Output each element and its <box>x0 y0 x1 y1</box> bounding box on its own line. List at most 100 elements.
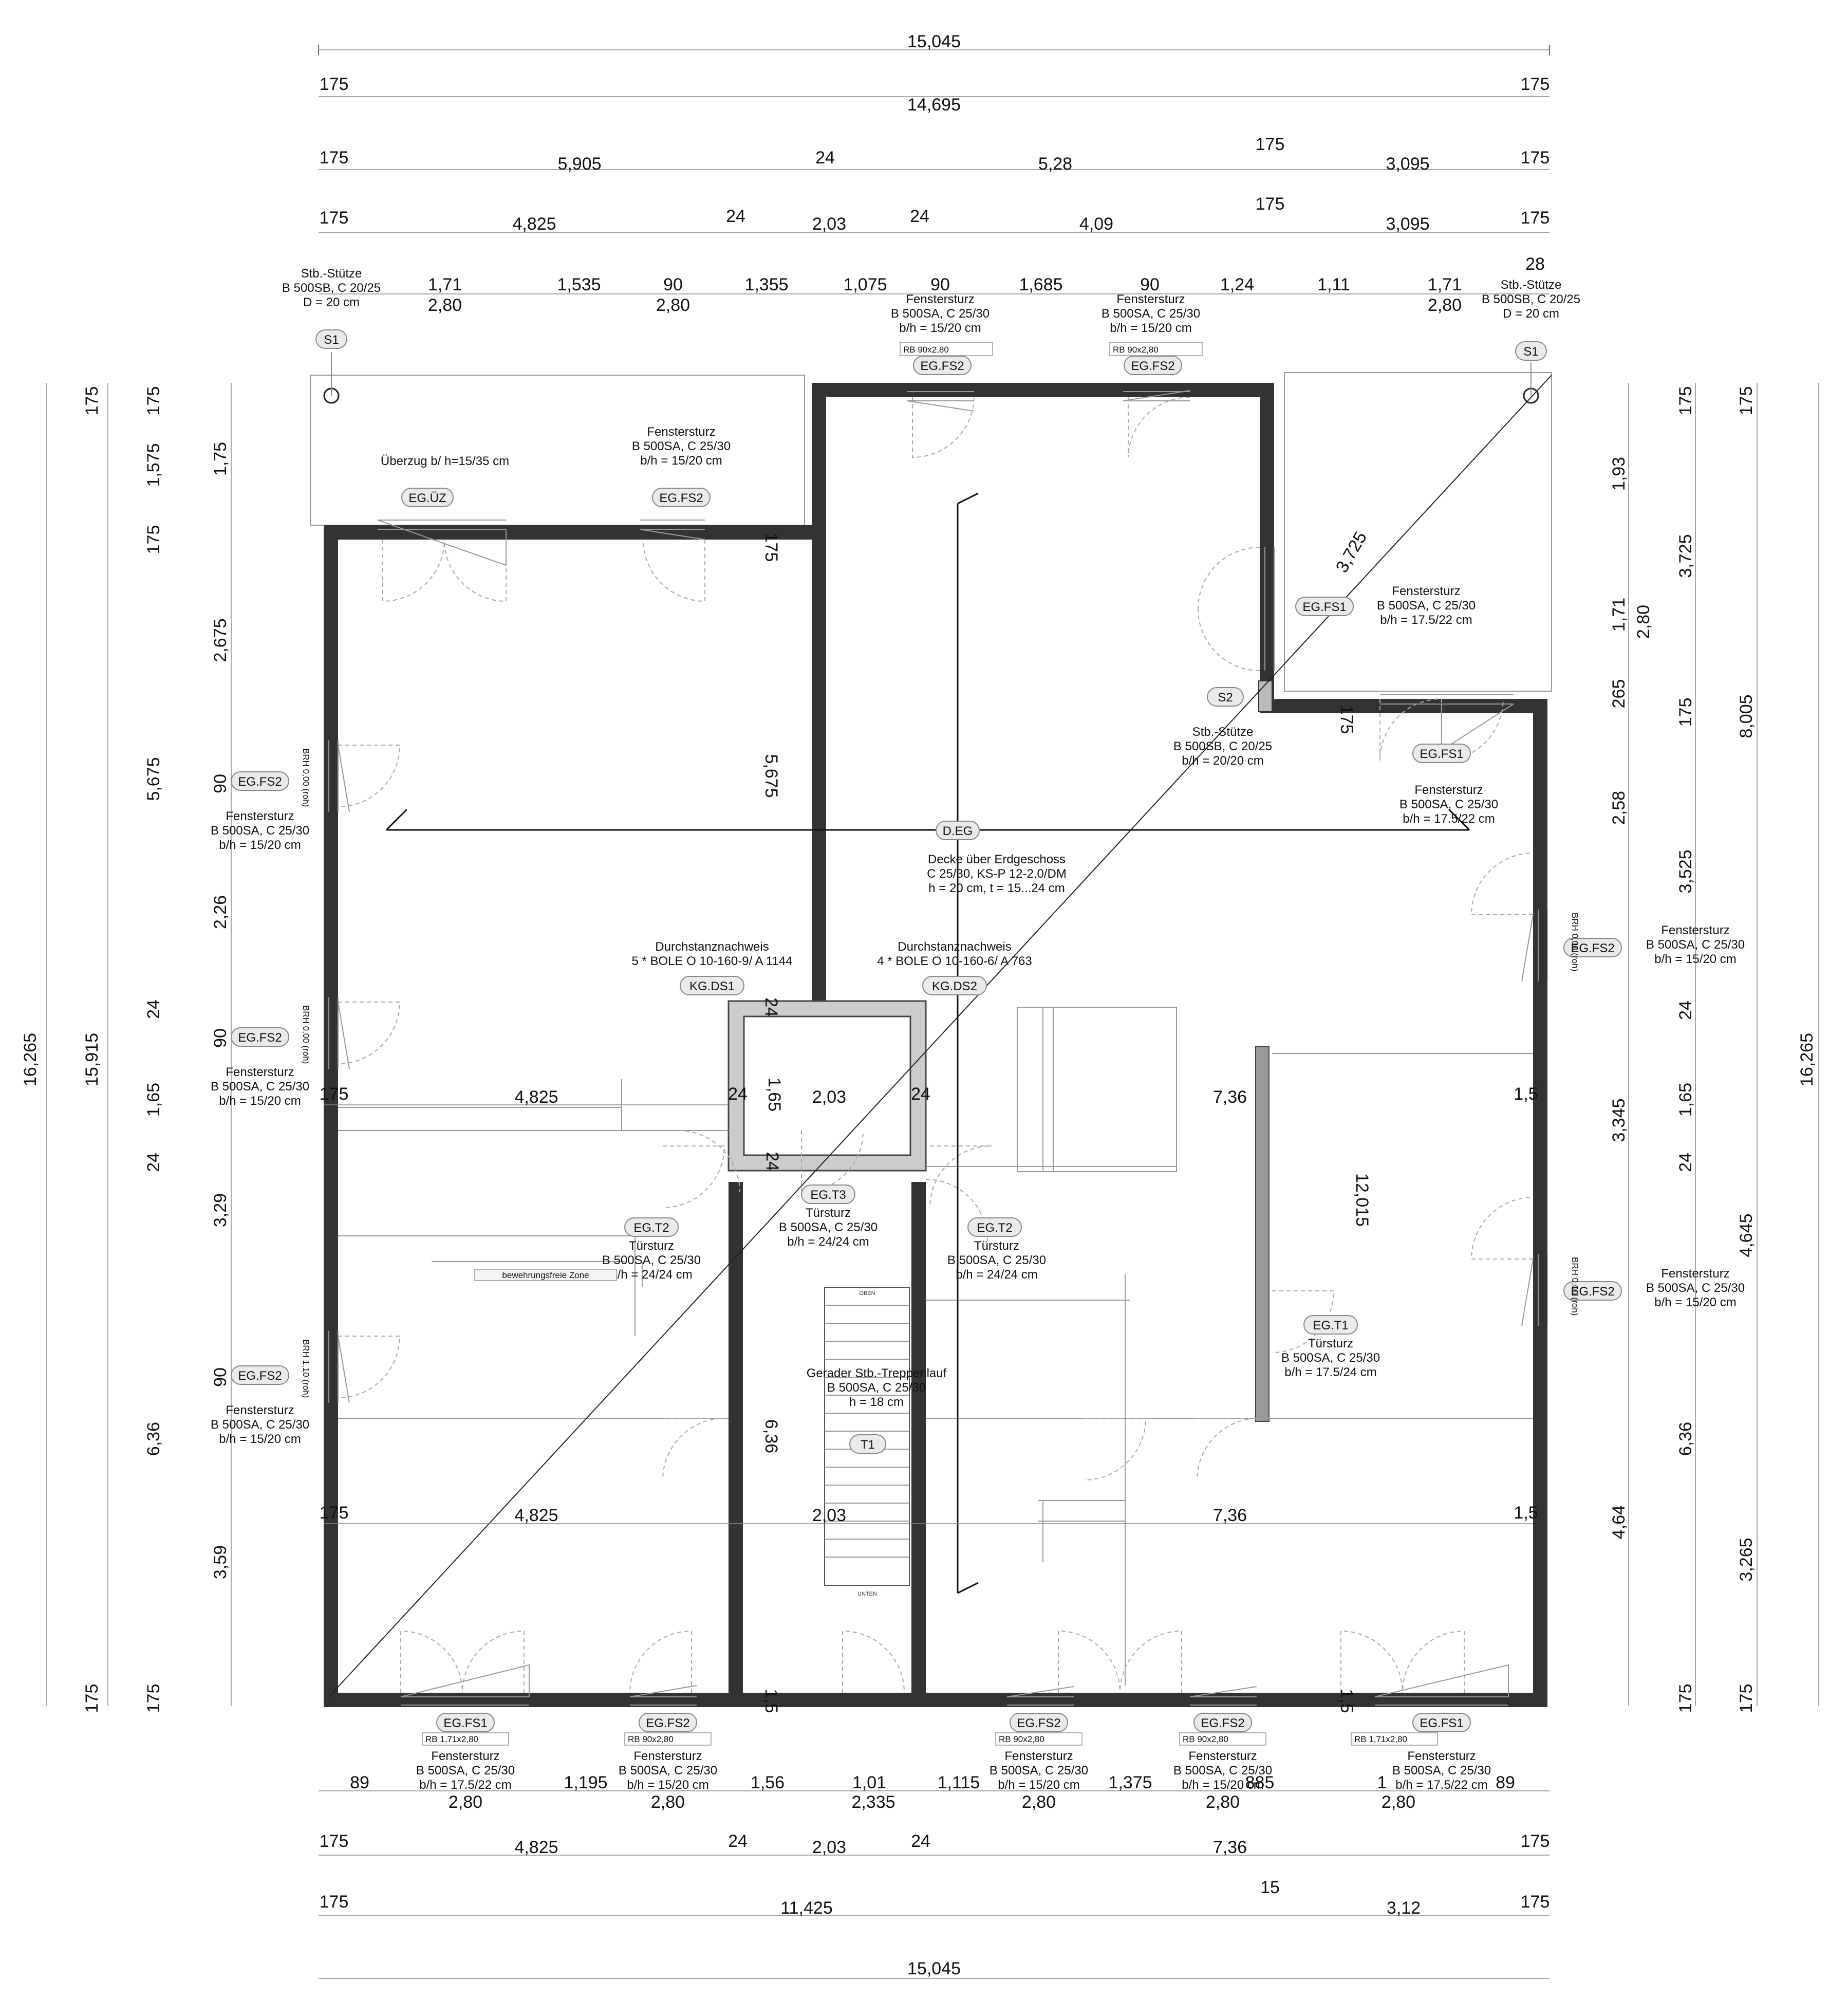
tag-t2-left[interactable]: EG.T2 <box>624 1217 679 1237</box>
tag-fs1-bottom-left[interactable]: EG.FS1 <box>436 1713 495 1732</box>
note-ts-l-2: B 500SA, C 25/30 <box>602 1253 701 1267</box>
note-stuetze-right-2: B 500SB, C 20/25 <box>1482 292 1580 306</box>
svg-text:EG.T2: EG.T2 <box>633 1221 669 1235</box>
tag-s1-right[interactable]: S1 <box>1515 341 1547 361</box>
tag-fs2-right-1[interactable]: EG.FS2 <box>1563 938 1622 957</box>
note-fs-r2-2: B 500SA, C 25/30 <box>1646 1281 1745 1295</box>
dim-top3-e: 24 <box>910 207 929 226</box>
tag-ds2[interactable]: KG.DS2 <box>922 976 987 995</box>
tag-fs2-top-2[interactable]: EG.FS2 <box>1124 356 1182 375</box>
dim-left-m: 90 <box>211 774 230 793</box>
tag-fs2-bottom-1[interactable]: EG.FS2 <box>639 1713 697 1732</box>
dim-left-k: 1,75 <box>211 442 230 476</box>
elevator-shaft <box>743 1015 911 1156</box>
dim-right2-b: 3,725 <box>1676 534 1695 578</box>
wall-mid-upper <box>812 383 826 1005</box>
tag-stair-t1[interactable]: T1 <box>849 1434 886 1454</box>
tag-fs2-left-2[interactable]: EG.FS2 <box>231 1027 289 1047</box>
dim-bot3-b: 11,425 <box>780 1898 832 1918</box>
note-fs-r1-1: Fenstersturz <box>1661 923 1729 937</box>
tag-fs2-left-3[interactable]: EG.FS2 <box>231 1365 289 1385</box>
dim-inner-f: 7,36 <box>1213 1506 1247 1525</box>
svg-text:EG.FS2: EG.FS2 <box>1571 941 1614 955</box>
tag-ds1[interactable]: KG.DS1 <box>680 976 744 995</box>
svg-text:EG.ÜZ: EG.ÜZ <box>408 491 446 505</box>
note-fs-top2-rb: RB 90x2,80 <box>1113 345 1159 355</box>
note-durch1-2: 5 * BOLE O 10-160-9/ A 1144 <box>631 954 792 968</box>
note-fs-b1-1: Fenstersturz <box>431 1749 499 1763</box>
dim-top4-o: 28 <box>1525 254 1545 274</box>
dim-inner-g: 12,015 <box>1352 1173 1372 1227</box>
dim-top4-b: 1,535 <box>557 275 601 294</box>
tag-fs2-bottom-2[interactable]: EG.FS2 <box>1010 1713 1068 1732</box>
bottom-dimension-chains: 89 1,195 1,56 1,01 1,115 1,375 885 1 89 … <box>319 1773 1550 1979</box>
svg-text:EG.T3: EG.T3 <box>810 1188 846 1202</box>
wall-partition <box>1255 1046 1270 1422</box>
tag-uz[interactable]: EG.ÜZ <box>401 488 454 507</box>
wall-north-right <box>1260 699 1547 713</box>
note-fs-b2-1: Fenstersturz <box>633 1749 702 1763</box>
stair-run <box>824 1287 910 1586</box>
note-fs-top2-2: B 500SA, C 25/30 <box>1102 307 1200 321</box>
dim-top3-d: 2,03 <box>812 214 846 234</box>
dim-right2-f: 1,65 <box>1676 1083 1695 1117</box>
tag-t2-right[interactable]: EG.T2 <box>967 1217 1022 1237</box>
tag-fs1-right-mid[interactable]: EG.FS1 <box>1412 744 1471 763</box>
dim-bot1-g: 885 <box>1245 1773 1275 1792</box>
note-bewehrung: bewehrungsfreie Zone <box>502 1270 589 1280</box>
tag-s1-left[interactable]: S1 <box>315 329 347 349</box>
note-treppe-2: B 500SA, C 25/30 <box>827 1381 926 1395</box>
tag-s2[interactable]: S2 <box>1207 687 1244 707</box>
dim-bot1-l: 2,335 <box>851 1792 895 1812</box>
dim-top1-c: 175 <box>1521 75 1550 94</box>
dim-top4-g: 1,685 <box>1019 275 1062 294</box>
tag-fs2-top-1[interactable]: EG.FS2 <box>913 356 972 375</box>
dim-left-d: 5,675 <box>144 757 163 801</box>
wall-west <box>324 525 338 1707</box>
dim-left-b: 1,575 <box>144 443 163 487</box>
tag-t3[interactable]: EG.T3 <box>801 1184 855 1204</box>
dim-top3-i: 175 <box>1521 208 1550 228</box>
note-fs-ru-1: Fenstersturz <box>1392 584 1460 598</box>
reference-lines <box>328 375 1552 1697</box>
dim-bot1-n: 2,80 <box>1206 1792 1240 1812</box>
window-symbols <box>328 390 1548 1706</box>
note-fs-top2-1: Fenstersturz <box>1116 292 1185 306</box>
dim-bot3-c: 15 <box>1260 1878 1280 1897</box>
dim-top2-b: 5,905 <box>557 154 601 174</box>
dim-right1-g: 4,64 <box>1609 1505 1629 1539</box>
tag-fs2-left-1[interactable]: EG.FS2 <box>231 771 289 791</box>
dim-inner-i: 6,36 <box>761 1419 781 1453</box>
tag-fs2-right-2[interactable]: EG.FS2 <box>1563 1281 1622 1301</box>
note-fs-r1-3: b/h = 15/20 cm <box>1654 952 1736 966</box>
dim-top4-f: 90 <box>930 275 950 294</box>
svg-text:EG.FS2: EG.FS2 <box>920 359 964 373</box>
canopy-right <box>1284 372 1552 692</box>
note-durch2-1: Durchstanznachweis <box>898 940 1011 954</box>
dim-bot1-o: 2,80 <box>1382 1792 1415 1812</box>
dim-bot2-g: 175 <box>1521 1831 1550 1851</box>
note-fs-b1-3: b/h = 17.5/22 cm <box>419 1778 511 1792</box>
dim-right1-a: 1,93 <box>1609 457 1629 491</box>
dim-top4-n: 2,80 <box>1428 295 1462 315</box>
dim-top2-c: 24 <box>815 148 835 168</box>
note-fs-rm-1: Fenstersturz <box>1414 783 1483 797</box>
tag-t1[interactable]: EG.T1 <box>1303 1315 1358 1335</box>
dim-left-i: 175 <box>82 1684 102 1713</box>
note-s2-1: Stb.-Stütze <box>1192 725 1254 739</box>
dim-top3-g: 175 <box>1256 194 1285 214</box>
note-fs-b1-rb: RB 1,71x2,80 <box>425 1734 478 1744</box>
dim-right3-d: 3,265 <box>1737 1538 1756 1581</box>
tag-deg[interactable]: D.EG <box>936 821 980 840</box>
dim-inner-u: 175 <box>320 1084 349 1104</box>
tag-fs2-canopy[interactable]: EG.FS2 <box>652 488 711 507</box>
dim-inner-d: 4,825 <box>514 1506 558 1525</box>
note-fs-b3-2: B 500SA, C 25/30 <box>990 1764 1088 1778</box>
dim-left-p: 3,29 <box>211 1193 230 1227</box>
tag-fs2-bottom-3[interactable]: EG.FS2 <box>1193 1713 1252 1732</box>
tag-fs1-bottom-right[interactable]: EG.FS1 <box>1412 1713 1471 1732</box>
dim-bot1-h: 1 <box>1377 1773 1387 1792</box>
tag-fs1-right-upper[interactable]: EG.FS1 <box>1295 597 1354 616</box>
dim-inner-q: 1,5 <box>1514 1084 1538 1104</box>
